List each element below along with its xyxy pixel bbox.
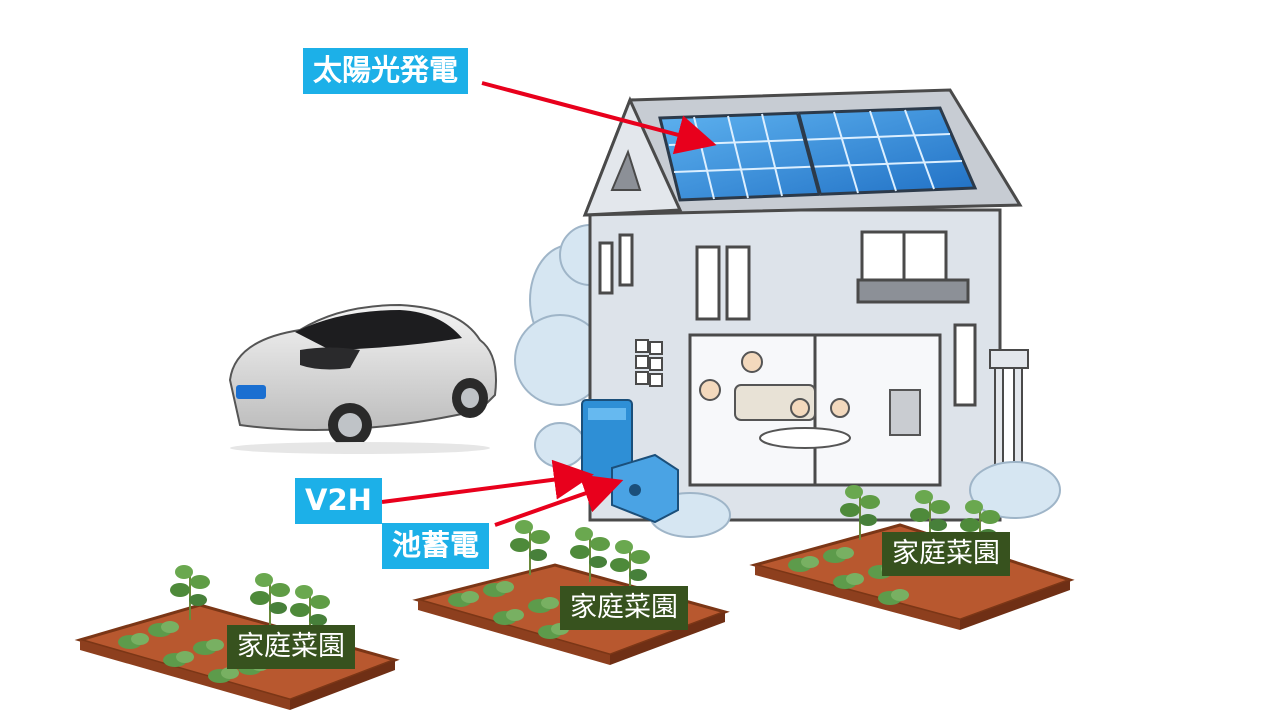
garden-label-right: 家庭菜園: [882, 532, 1010, 576]
solar-panel-icon: [658, 106, 978, 202]
small-vent-window: [635, 339, 663, 387]
solar-label: 太陽光発電: [303, 48, 469, 94]
upper-windows: [598, 230, 977, 407]
electric-car-illustration: [228, 303, 497, 454]
battery-arrow: [494, 474, 624, 527]
house-illustration: [514, 88, 1061, 538]
battery-unit-icon: [581, 399, 633, 481]
solar-arrow: [481, 81, 717, 155]
garden-label-left: 家庭菜園: [227, 625, 355, 669]
garden-label-middle: 家庭菜園: [560, 586, 688, 630]
living-room: [688, 333, 942, 487]
battery-label: 池蓄電: [382, 523, 490, 569]
v2h-label: V2H: [295, 478, 382, 524]
v2h-arrow: [381, 459, 594, 504]
